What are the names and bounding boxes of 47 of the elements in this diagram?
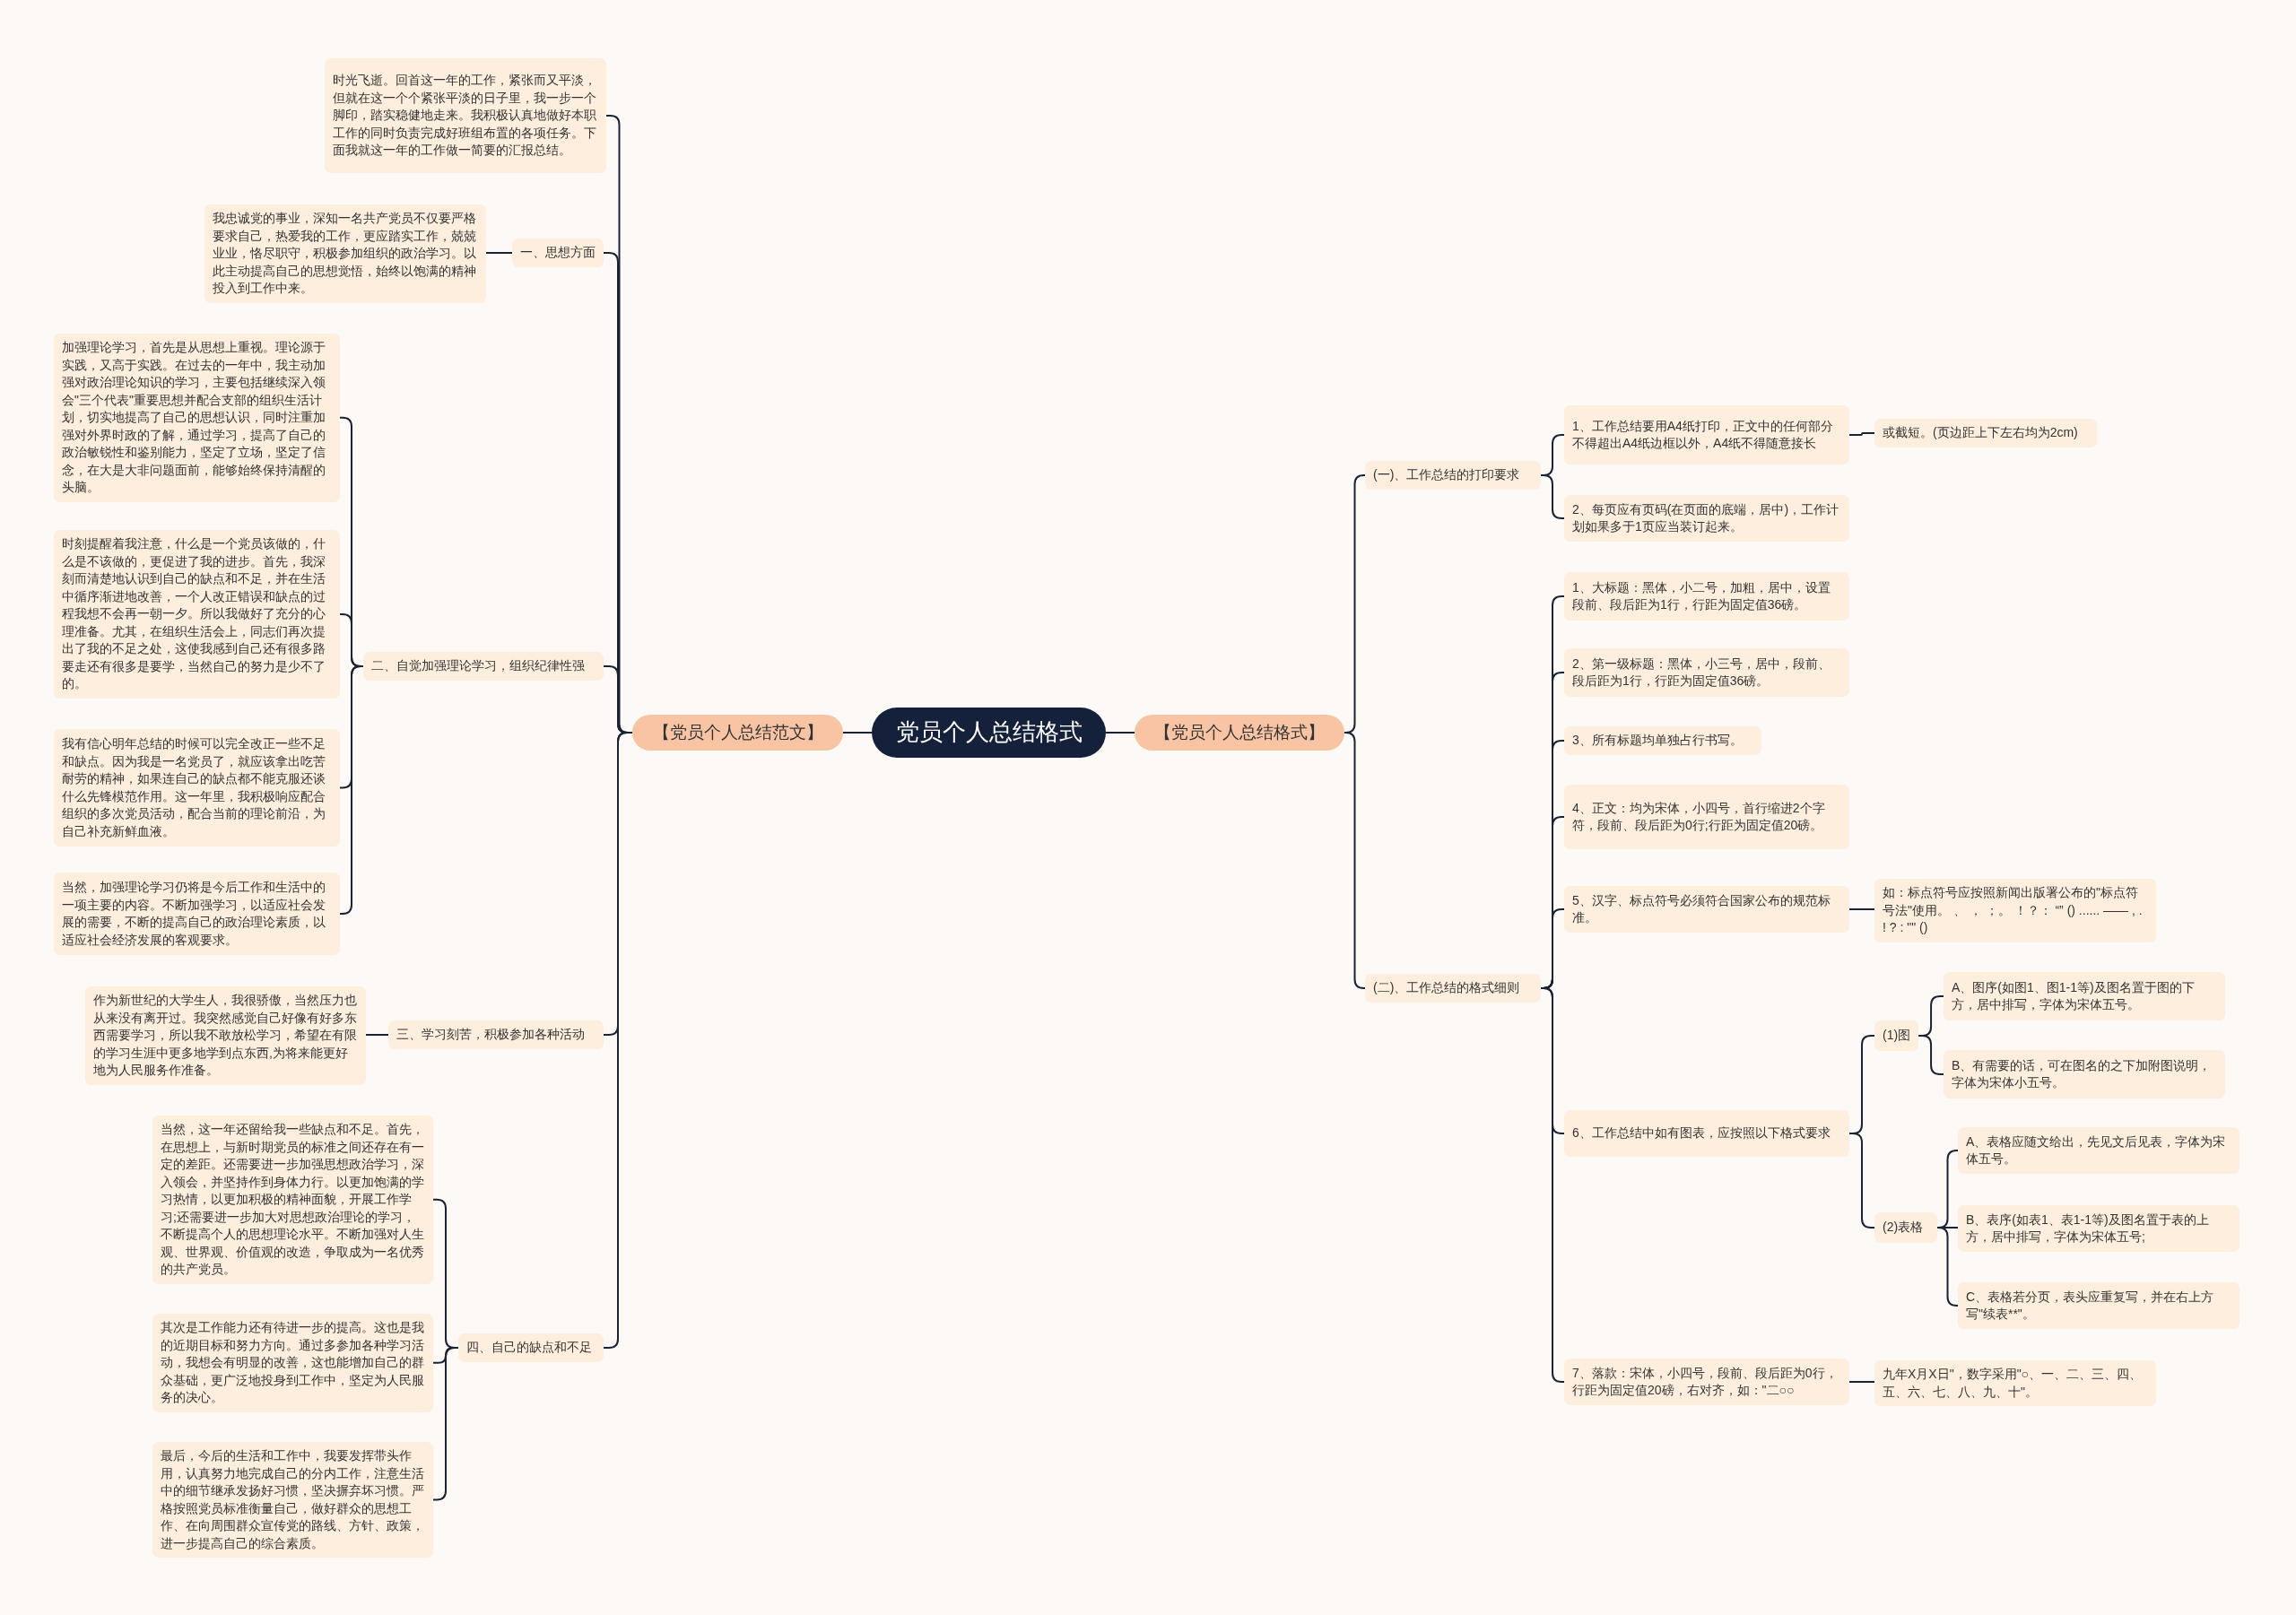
topic-box: 一、思想方面 bbox=[512, 239, 604, 267]
topic-box: A、表格应随文给出，先见文后见表，字体为宋体五号。 bbox=[1958, 1127, 2239, 1174]
topic-box: 最后，今后的生活和工作中，我要发挥带头作用，认真努力地完成自己的分内工作，注意生活中的细节继承发扬好习惯，坚决摒弃坏习惯。严格按照党员标准衡量自己，做好群众的思想工作、在向周围群众宣传党的路线、方针、政策，进一步提高自己的综合素质。 bbox=[152, 1442, 433, 1558]
topic-box: (二)、工作总结的格式细则 bbox=[1365, 974, 1541, 1003]
branch-topic: 【党员个人总结范文】 bbox=[632, 715, 843, 751]
topic-box: 当然，这一年还留给我一些缺点和不足。首先，在思想上，与新时期党员的标准之间还存在有一定的差距。还需要进一步加强思想政治学习，深入领会，并坚持作到身体力行。以更加饱满的学习热情，以更加积极的精神面貌，开展工作学习;还需要进一步加大对思想政治理论的学习，不断提高个人的思想理论水平。不断加强对人生观、世界观、价值观的改造，争取成为一名优秀的共产党员。 bbox=[152, 1116, 433, 1284]
topic-box: 三、学习刻苦，积极参加各种活动 bbox=[388, 1020, 604, 1049]
topic-box: B、有需要的话，可在图名的之下加附图说明，字体为宋体小五号。 bbox=[1944, 1050, 2225, 1098]
topic-box: 九年X月X日"，数字采用"○、一、二、三、四、五、六、七、八、九、十"。 bbox=[1874, 1360, 2156, 1406]
topic-box: 2、每页应有页码(在页面的底端，居中)，工作计划如果多于1页应当装订起来。 bbox=[1564, 495, 1849, 542]
topic-box: B、表序(如表1、表1-1等)及图名置于表的上方，居中排写，字体为宋体五号; bbox=[1958, 1205, 2239, 1252]
topic-box: 时刻提醒着我注意，什么是一个党员该做的，什么是不该做的，更促进了我的进步。首先，我深刻而清楚地认识到自己的缺点和不足，并在生活中循序渐进地改善，一个人改正错误和缺点的过程我想不会再一朝一夕。所以我做好了充分的心理准备。尤其，在组织生活会上，同志们再次提出了我的不足之处，这使我感到自己还有很多路要走还有很多是要学，当然自己的努力是少不了的。 bbox=[54, 530, 340, 699]
connector-line bbox=[485, 252, 513, 254]
connector-line bbox=[1105, 732, 1135, 734]
topic-box: 加强理论学习，首先是从思想上重视。理论源于实践，又高于实践。在过去的一年中，我主动加强对政治理论知识的学习，主要包括继续深入领会"三个代表"重要思想并配合支部的组织生活计划，切实地提高了自己的思想认识，同时注重加强对外界时政的了解，通过学习，提高了自己的政治敏锐性和鉴别能力，坚定了立场，坚定了信念，在大是大非问题面前，能够始终保持清醒的头脑。 bbox=[54, 334, 340, 502]
connector-line bbox=[1848, 908, 1875, 910]
topic-box: 四、自己的缺点和不足 bbox=[458, 1333, 604, 1362]
topic-box: 我忠诚党的事业，深知一名共产党员不仅要严格要求自己，热爱我的工作，更应踏实工作，兢兢业业，恪尽职守，积极参加组织的政治学习。以此主动提高自己的思想觉悟，始终以饱满的精神投入到工作中来。 bbox=[204, 204, 486, 303]
connector-line bbox=[1848, 432, 1875, 436]
connector-line bbox=[1936, 1227, 1959, 1307]
topic-box: 作为新世纪的大学生人，我很骄傲，当然压力也从来没有离开过。我突然感觉自己好像有好多东西需要学习，所以我不敢放松学习，希望在有限的学习生涯中更多地学到点东西,为将来能更好地为人民服务作准备。 bbox=[85, 986, 366, 1085]
topic-box: (1)图 bbox=[1874, 1020, 1919, 1051]
topic-box: 如：标点符号应按照新闻出版署公布的"标点符号法"使用。 、 ， ；。 ！？： “” () ...... —— , . ! ? : "" () bbox=[1874, 879, 2156, 942]
topic-box: (2)表格 bbox=[1874, 1212, 1937, 1243]
topic-box: C、表格若分页，表头应重复写，并在右上方写"续表**"。 bbox=[1958, 1282, 2239, 1329]
topic-box: 其次是工作能力还有待进一步的提高。这也是我的近期目标和努力方向。通过多参加各种学习活动，我想会有明显的改善，这也能增加自己的群众基础，更广泛地投身到工作中，坚定为人民服务的决心。 bbox=[152, 1314, 433, 1412]
connector-line bbox=[365, 1034, 389, 1036]
topic-box: (一)、工作总结的打印要求 bbox=[1365, 461, 1541, 490]
topic-box: 3、所有标题均单独占行书写。 bbox=[1564, 726, 1761, 755]
topic-box: 4、正文：均为宋体，小四号，首行缩进2个字符，段前、段后距为0行;行距为固定值20磅。 bbox=[1564, 785, 1849, 849]
connector-line bbox=[842, 732, 873, 734]
connector-line bbox=[1344, 732, 1366, 989]
topic-box: 二、自觉加强理论学习，组织纪律性强 bbox=[363, 652, 604, 681]
topic-box: 当然，加强理论学习仍将是今后工作和生活中的一项主要的内容。不断加强学习，以适应社会发展的需要，不断的提高自己的政治理论素质，以适应社会经济发展的客观要求。 bbox=[54, 873, 340, 955]
topic-box: 1、大标题：黑体，小二号，加粗，居中，设置段前、段后距为1行，行距为固定值36磅。 bbox=[1564, 572, 1849, 621]
connector-line bbox=[1848, 1381, 1875, 1383]
topic-box: 7、落款：宋体，小四号，段前、段后距为0行，行距为固定值20磅，右对齐，如："二○○ bbox=[1564, 1359, 1849, 1405]
topic-box: 时光飞逝。回首这一年的工作，紧张而又平淡，但就在这一个个紧张平淡的日子里，我一步一个脚印，踏实稳健地走来。我积极认真地做好本职工作的同时负责完成好班组布置的各项任务。下面我就这一年的工作做一简要的汇报总结。 bbox=[325, 58, 606, 173]
central-topic: 党员个人总结格式 bbox=[872, 708, 1106, 758]
branch-topic: 【党员个人总结格式】 bbox=[1135, 715, 1344, 751]
topic-box: 1、工作总结要用A4纸打印，正文中的任何部分不得超出A4纸边框以外，A4纸不得随意接长 bbox=[1564, 405, 1849, 465]
topic-box: 5、汉字、标点符号必须符合国家公布的规范标准。 bbox=[1564, 886, 1849, 933]
topic-box: 2、第一级标题：黑体，小三号，居中，段前、段后距为1行，行距为固定值36磅。 bbox=[1564, 648, 1849, 697]
topic-box: A、图序(如图1、图1-1等)及图名置于图的下方，居中排写，字体为宋体五号。 bbox=[1944, 972, 2225, 1020]
topic-box: 我有信心明年总结的时候可以完全改正一些不足和缺点。因为我是一名党员了，就应该拿出吃苦耐劳的精神，如果连自己的缺点都不能克服还谈什么先锋模范作用。这一年里，我积极响应配合组织的多次党员活动，配合当前的理论前沿，为自己补充新鲜血液。 bbox=[54, 729, 340, 847]
topic-box: 6、工作总结中如有图表，应按照以下格式要求 bbox=[1564, 1110, 1849, 1157]
topic-box: 或截短。(页边距上下左右均为2cm) bbox=[1874, 419, 2097, 447]
